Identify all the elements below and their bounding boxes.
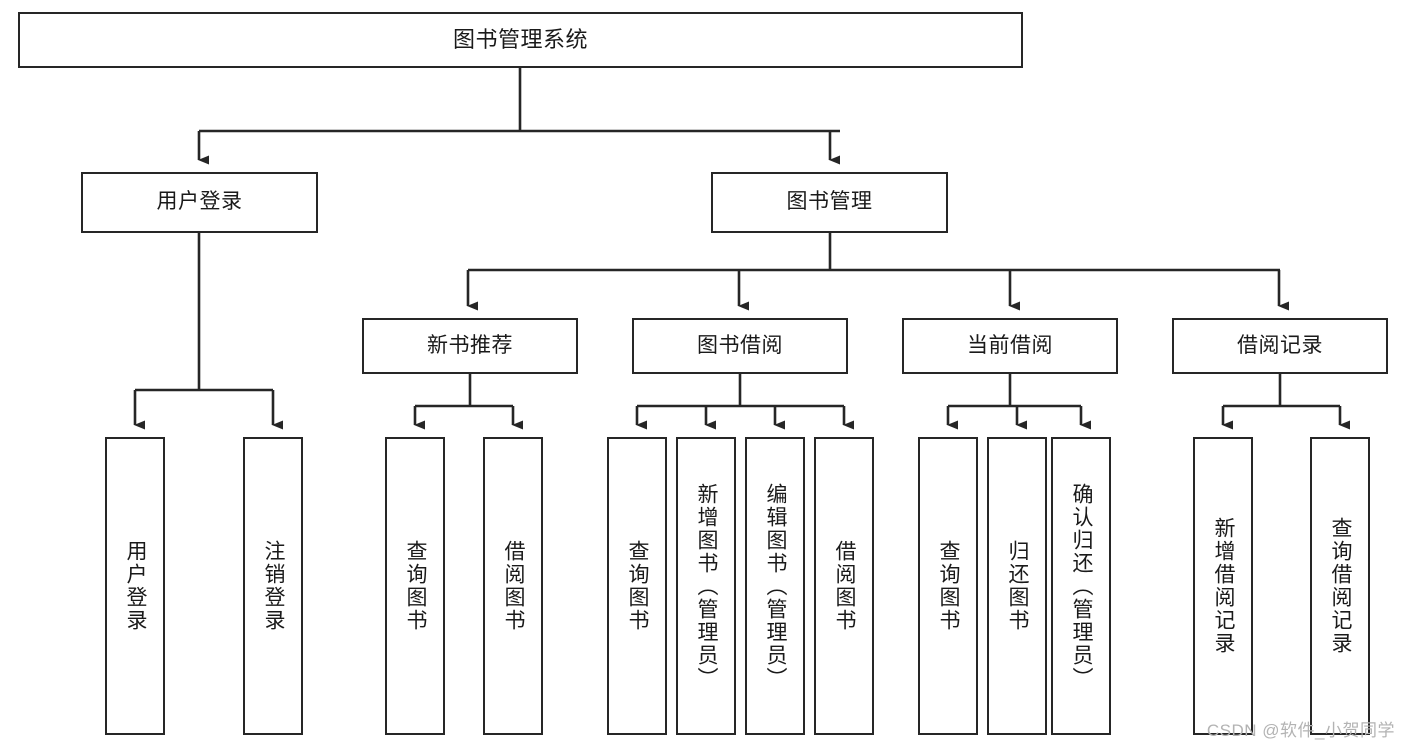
leaf-current-borrow-query[interactable]: 查询图书 bbox=[918, 437, 978, 735]
node-label: 用户登录 bbox=[124, 540, 148, 632]
leaf-new-book-borrow[interactable]: 借阅图书 bbox=[483, 437, 543, 735]
leaf-user-login-login[interactable]: 用户登录 bbox=[105, 437, 165, 735]
node-label: 确认归还（管理员） bbox=[1070, 482, 1094, 690]
node-label: 当前借阅 bbox=[967, 333, 1053, 357]
leaf-user-login-logout[interactable]: 注销登录 bbox=[243, 437, 303, 735]
node-label: 新增图书（管理员） bbox=[695, 482, 719, 690]
edges-book-borrow-to-leaves bbox=[635, 374, 854, 430]
edges-root-to-level2 bbox=[197, 68, 840, 165]
node-label: 归还图书 bbox=[1006, 540, 1030, 632]
node-book-management[interactable]: 图书管理 bbox=[711, 172, 948, 233]
node-label: 查询图书 bbox=[937, 540, 961, 632]
node-label: 注销登录 bbox=[262, 540, 286, 632]
edges-user-login-to-leaves bbox=[133, 233, 283, 430]
node-label: 新书推荐 bbox=[427, 333, 513, 357]
node-label: 用户登录 bbox=[156, 190, 243, 214]
edges-new-book-to-leaves bbox=[413, 374, 523, 430]
node-root-library-system[interactable]: 图书管理系统 bbox=[18, 12, 1023, 68]
node-label: 查询借阅记录 bbox=[1329, 517, 1353, 655]
node-label: 新增借阅记录 bbox=[1212, 517, 1236, 655]
watermark-text: CSDN @软件_小贺同学 bbox=[1206, 721, 1395, 740]
node-label: 查询图书 bbox=[626, 540, 650, 632]
node-new-book-recommend[interactable]: 新书推荐 bbox=[362, 318, 578, 374]
leaf-new-book-query[interactable]: 查询图书 bbox=[385, 437, 445, 735]
node-label: 查询图书 bbox=[404, 540, 428, 632]
node-label: 借阅图书 bbox=[502, 540, 526, 632]
node-borrow-record[interactable]: 借阅记录 bbox=[1172, 318, 1388, 374]
node-label: 图书管理 bbox=[786, 190, 873, 214]
node-current-borrow[interactable]: 当前借阅 bbox=[902, 318, 1118, 374]
node-label: 图书管理系统 bbox=[452, 27, 588, 53]
leaf-book-borrow-add-admin[interactable]: 新增图书（管理员） bbox=[676, 437, 736, 735]
leaf-book-borrow-borrow[interactable]: 借阅图书 bbox=[814, 437, 874, 735]
leaf-current-borrow-confirm-admin[interactable]: 确认归还（管理员） bbox=[1051, 437, 1111, 735]
node-book-borrow[interactable]: 图书借阅 bbox=[632, 318, 848, 374]
node-label: 借阅图书 bbox=[833, 540, 857, 632]
edges-book-mgmt-to-level3 bbox=[466, 233, 1289, 311]
leaf-book-borrow-edit-admin[interactable]: 编辑图书（管理员） bbox=[745, 437, 805, 735]
node-label: 图书借阅 bbox=[697, 333, 783, 357]
leaf-book-borrow-query[interactable]: 查询图书 bbox=[607, 437, 667, 735]
edges-current-borrow-to-leaves bbox=[946, 374, 1091, 430]
edges-borrow-record-to-leaves bbox=[1221, 374, 1350, 430]
leaf-borrow-record-query[interactable]: 查询借阅记录 bbox=[1310, 437, 1370, 735]
leaf-current-borrow-return[interactable]: 归还图书 bbox=[987, 437, 1047, 735]
node-label: 编辑图书（管理员） bbox=[764, 482, 788, 690]
node-user-login[interactable]: 用户登录 bbox=[81, 172, 318, 233]
node-label: 借阅记录 bbox=[1237, 333, 1323, 357]
leaf-borrow-record-add[interactable]: 新增借阅记录 bbox=[1193, 437, 1253, 735]
